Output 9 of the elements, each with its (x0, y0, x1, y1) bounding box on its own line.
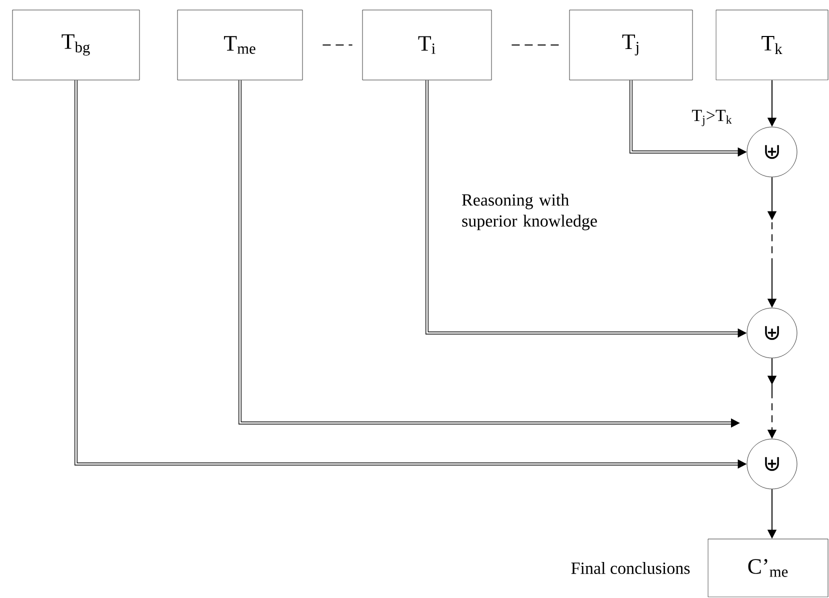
caption-text: Final conclusions (571, 562, 690, 574)
process-box: T$_{k}$ (716, 10, 828, 80)
annotation-text: Reasoning with superior knowledge (462, 194, 597, 230)
process-box: T$_{i}$ (362, 10, 492, 80)
process-box: T$_{j}$ (569, 10, 693, 80)
annotation-text: T$_{j}$>T$_{k}$ (692, 110, 732, 126)
process-box: T$_{bg}$ (12, 10, 140, 80)
process-box: T$_{me}$ (177, 10, 303, 80)
process-box: C’$_{me}$ (708, 538, 828, 598)
